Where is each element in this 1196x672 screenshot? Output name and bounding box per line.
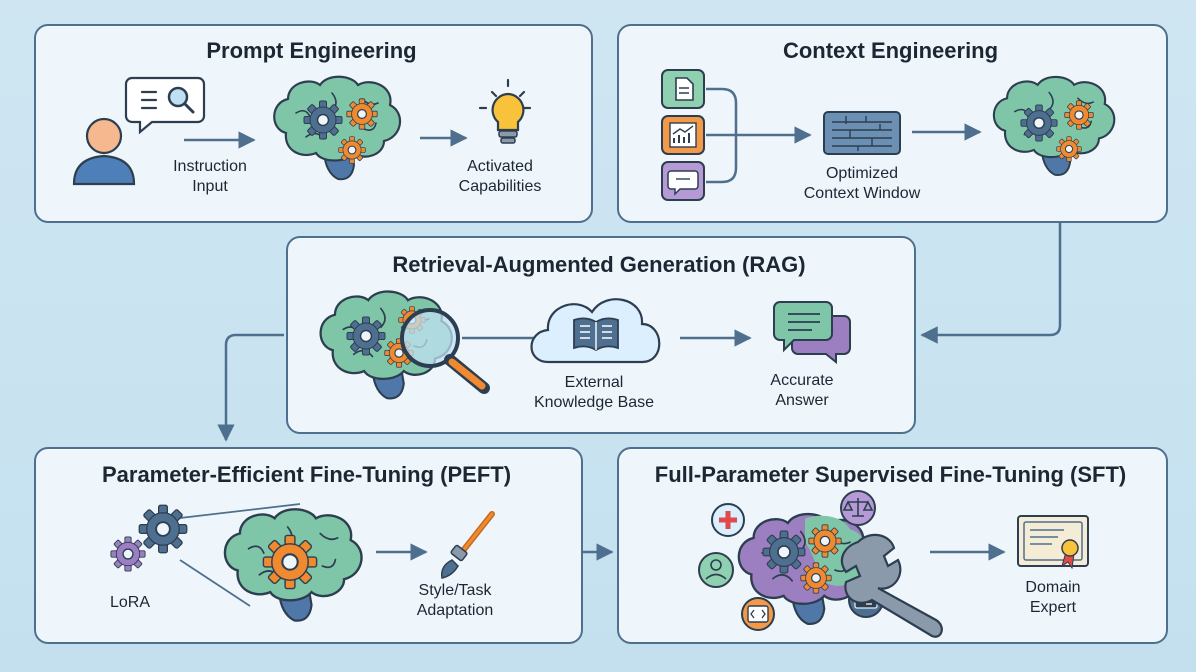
arrow-rag-to-peft: [217, 333, 284, 442]
wrench-icon: [840, 533, 943, 638]
cloud-book-icon: [530, 298, 661, 364]
rag-title: Retrieval-Augmented Generation (RAG): [392, 252, 806, 277]
user-icon: [72, 117, 136, 186]
arrow-context-to-rag: [920, 222, 1062, 344]
lora-label: LoRA: [109, 594, 151, 611]
context-window-icon: [823, 111, 901, 155]
peft-title: Parameter-Efficient Fine-Tuning (PEFT): [101, 462, 512, 487]
lightbulb-icon: [478, 78, 532, 144]
search-speech-bubble-icon: [124, 76, 206, 135]
domain-expert-label: Domain Expert: [1025, 579, 1081, 616]
merge-connector: [706, 87, 810, 184]
answer-chat-icon: [773, 301, 851, 365]
chat-icon: [661, 161, 705, 201]
medical-cross-icon: [711, 503, 745, 537]
activated-capabilities-label: Activated Capabilities: [458, 158, 542, 195]
lora-gears-icon: [110, 503, 301, 607]
accurate-answer-label: Accurate Answer: [770, 372, 834, 409]
person-badge-icon: [698, 552, 734, 588]
code-icon: [741, 597, 775, 631]
brain-with-magnifier-icon: [319, 290, 490, 400]
scales-icon: [840, 490, 876, 526]
brain-icon-prompt: [273, 75, 402, 181]
sft-title: Full-Parameter Supervised Fine-Tuning (S…: [654, 462, 1127, 487]
instruction-input-label: Instruction Input: [173, 158, 247, 195]
paintbrush-icon: [440, 511, 495, 579]
external-knowledge-base-label: External Knowledge Base: [533, 374, 655, 411]
certificate-icon: [1017, 515, 1089, 570]
document-icon: [661, 69, 705, 109]
context-engineering-title: Context Engineering: [782, 38, 999, 63]
brain-icon-context: [992, 75, 1116, 177]
style-task-adaptation-label: Style/Task Adaptation: [416, 582, 494, 619]
optimized-context-window-label: Optimized Context Window: [803, 165, 921, 202]
prompt-engineering-title: Prompt Engineering: [206, 38, 417, 63]
chart-icon: [661, 115, 705, 155]
